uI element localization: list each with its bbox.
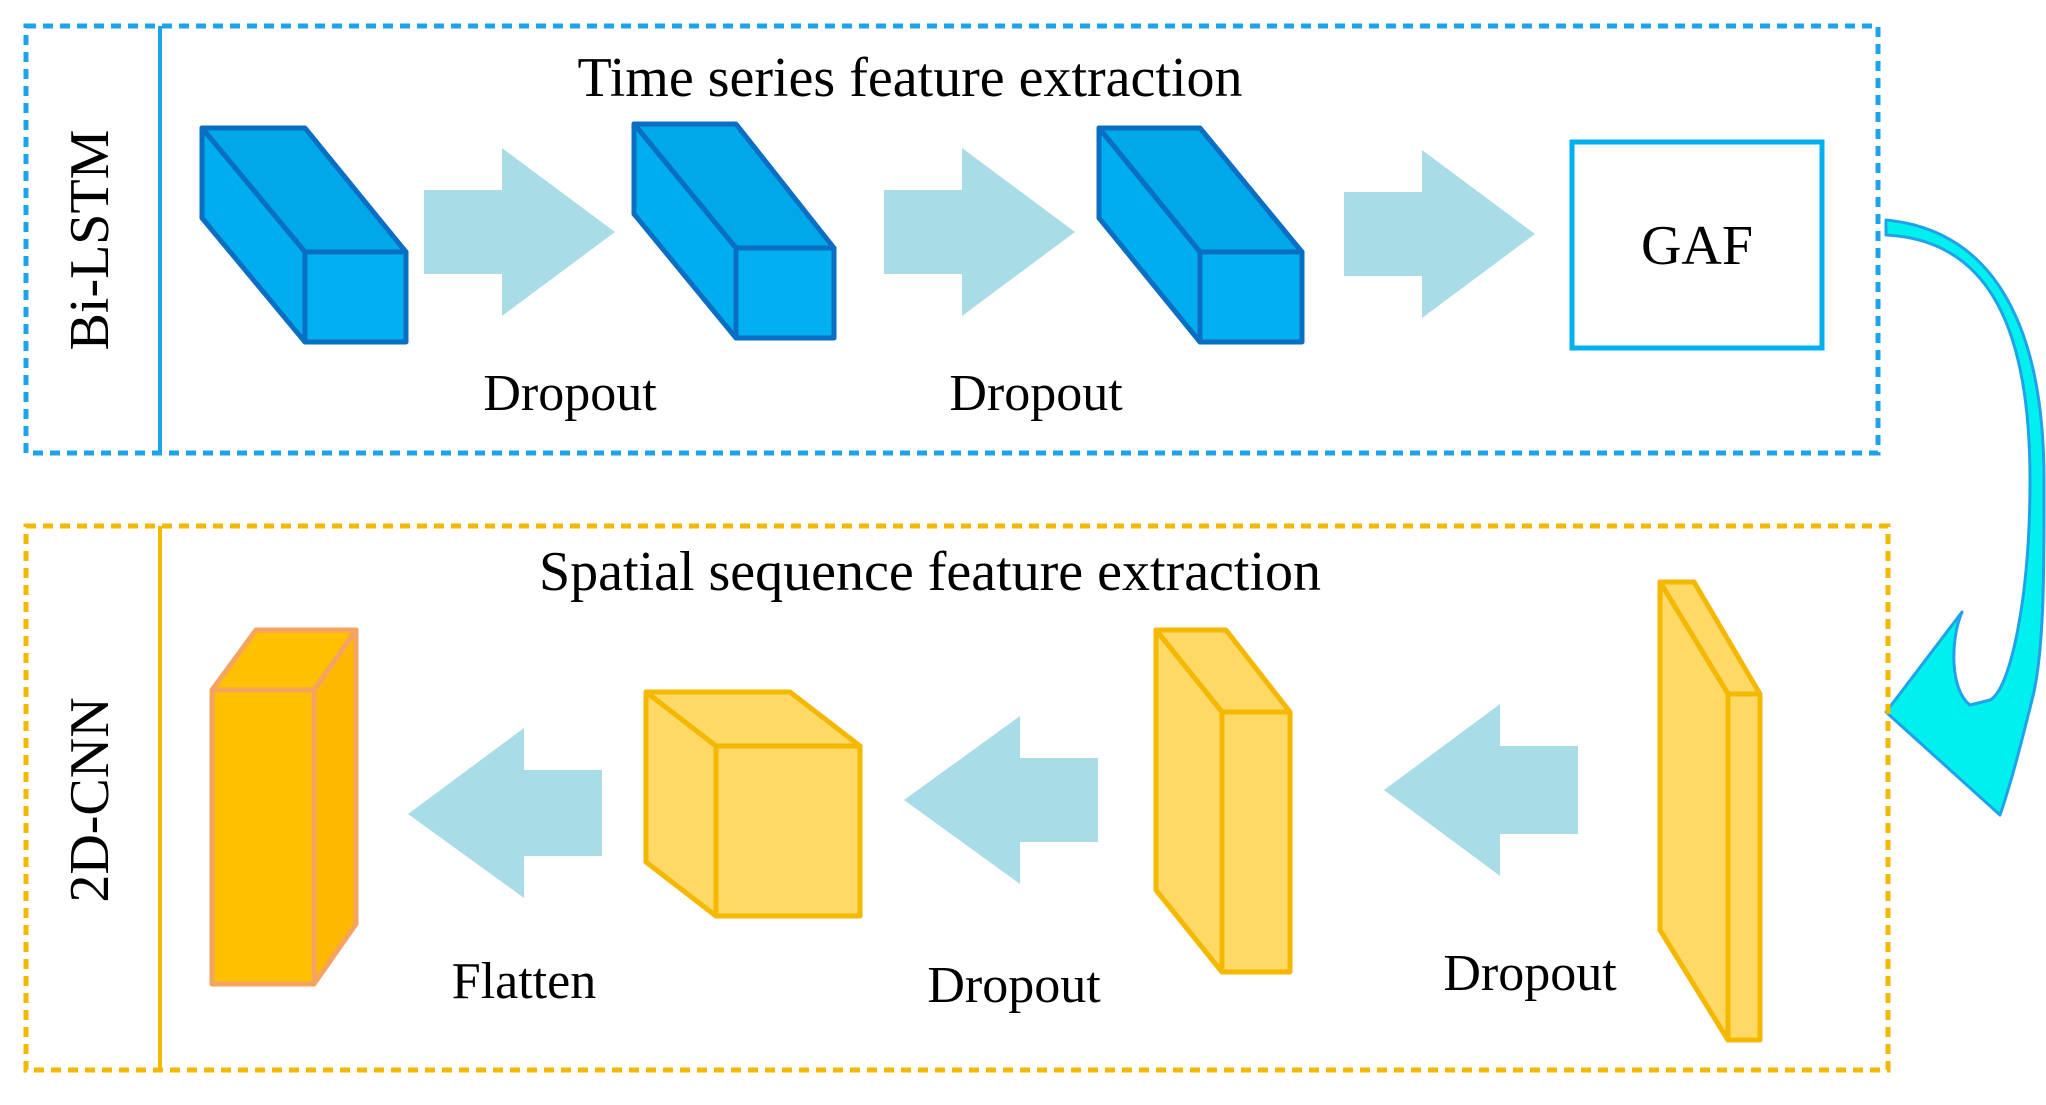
cnn-panel-title: Spatial sequence feature extraction [539, 541, 1321, 603]
lstm-block-3 [1096, 125, 1305, 345]
flow-arrow-4 [408, 728, 602, 898]
flow-arrow-6 [1384, 704, 1578, 876]
dropout-label-bottom-2: Dropout [1443, 945, 1617, 1002]
bilstm-panel: Bi-LSTM Time series feature extraction D… [23, 23, 1881, 456]
gaf-to-cnn-connector-arrow [1884, 218, 2046, 817]
cnn-panel: 2D-CNN Spatial sequence feature extracti… [23, 523, 1891, 1073]
dropout-label-top-1: Dropout [483, 365, 657, 422]
gaf-box [1569, 139, 1825, 351]
bilstm-panel-border [23, 23, 1881, 456]
flow-arrow-1 [424, 148, 615, 316]
conv-slab-block [1657, 579, 1763, 1043]
bilstm-panel-title: Time series feature extraction [577, 47, 1242, 109]
lstm-block-2 [631, 121, 837, 341]
bilstm-side-label: Bi-LSTM [59, 130, 121, 351]
gaf-label: GAF [1641, 215, 1753, 277]
flow-arrow-3 [1344, 150, 1535, 318]
flow-arrow-5 [904, 716, 1098, 884]
lstm-block-1 [199, 125, 409, 345]
dropout-label-top-2: Dropout [949, 365, 1123, 422]
cnn-side-label: 2D-CNN [59, 697, 121, 902]
flatten-label: Flatten [452, 953, 596, 1010]
conv-tall-block [1153, 627, 1293, 975]
conv-cube-block [643, 689, 863, 919]
flow-arrow-2 [884, 148, 1075, 316]
cnn-panel-border [23, 523, 1891, 1073]
flatten-output-block [209, 627, 359, 987]
dropout-label-bottom-1: Dropout [927, 957, 1101, 1014]
